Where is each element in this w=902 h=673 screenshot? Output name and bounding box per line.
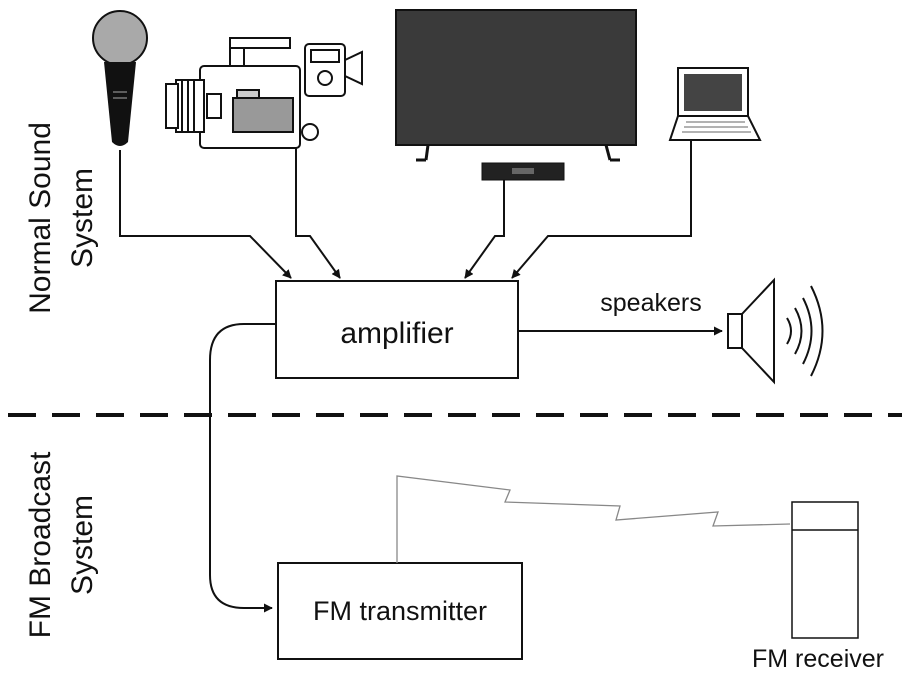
camera-to-amplifier-line	[295, 148, 341, 279]
normal-sound-system-label: Normal Sound System	[24, 122, 99, 314]
amplifier-box: amplifier	[275, 280, 519, 379]
amplifier-label: amplifier	[340, 317, 453, 350]
microphone-icon	[92, 10, 148, 146]
mic-to-amplifier-line	[119, 150, 292, 279]
input-connectors	[119, 140, 692, 279]
tv-monitor-icon	[395, 9, 637, 181]
normal-label-line2: System	[66, 168, 99, 268]
speakers-label: speakers	[600, 289, 701, 317]
fm-transmitter-box: FM transmitter	[277, 562, 523, 660]
radio-signal-line	[396, 475, 791, 563]
normal-label-line1: Normal Sound	[24, 122, 57, 314]
laptop-icon	[668, 67, 762, 141]
fm-label-line1: FM Broadcast	[24, 451, 57, 638]
tv-to-amplifier-line	[464, 180, 505, 279]
amplifier-to-transmitter-line	[209, 323, 276, 613]
laptop-to-amplifier-line	[511, 140, 692, 279]
fm-receiver-icon	[791, 501, 859, 639]
video-camera-icon	[165, 37, 363, 149]
fm-transmitter-label: FM transmitter	[313, 596, 487, 626]
fm-receiver-label: FM receiver	[752, 645, 884, 673]
fm-label-line2: System	[66, 495, 99, 595]
fm-broadcast-system-label: FM Broadcast System	[24, 451, 99, 638]
speaker-icon	[727, 277, 824, 385]
